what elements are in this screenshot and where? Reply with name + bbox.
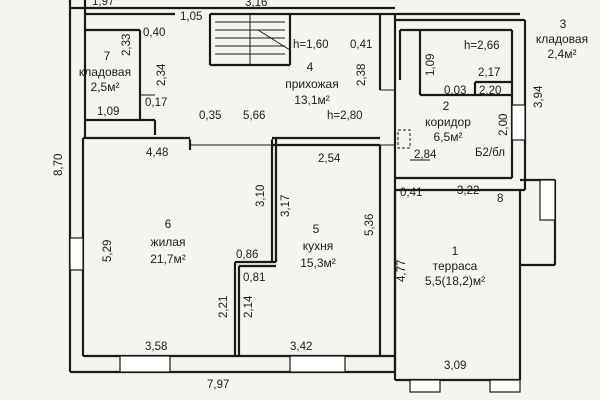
dim-2-20: 2,20 <box>479 85 501 97</box>
dim-7-97: 7,97 <box>207 379 229 391</box>
room-7-number: 7 <box>104 49 111 63</box>
dim-3-42: 3,42 <box>290 341 312 353</box>
dim-2-33: 2,33 <box>121 34 133 56</box>
dim-1-09: 1,09 <box>97 106 119 118</box>
dim-5-29: 5,29 <box>102 240 114 262</box>
room-5-name: кухня <box>303 239 334 253</box>
dim-5-66: 5,66 <box>243 110 265 122</box>
dim-1-09b: 1,09 <box>425 54 437 76</box>
dim-3-10: 3,10 <box>255 185 267 207</box>
dim-2-00: 2,00 <box>498 114 510 136</box>
dim-2-38: 2,38 <box>356 64 368 86</box>
height-pantry3: h=2,66 <box>464 40 500 52</box>
dim-0-03: 0,03 <box>444 85 466 97</box>
dim-0-86: 0,86 <box>236 249 258 261</box>
dim-2-14: 2,14 <box>243 295 255 318</box>
room-5-area: 15,3м² <box>300 256 336 270</box>
dim-3-16: 3,16 <box>245 0 267 9</box>
dim-2-54: 2,54 <box>318 153 341 165</box>
dim-0-35: 0,35 <box>199 110 221 122</box>
doors <box>140 89 430 161</box>
dim-8-70: 8,70 <box>53 154 65 176</box>
room-6-area: 21,7м² <box>150 252 186 266</box>
room-7-area: 2,5м² <box>91 80 120 94</box>
stairs <box>215 14 291 65</box>
room-3-name: кладовая <box>536 32 588 46</box>
room-1-name: терраса <box>433 259 478 273</box>
room-2-area: 6,5м² <box>434 130 463 144</box>
dim-0-41a: 0,41 <box>350 39 372 51</box>
room-2-name: коридор <box>425 115 471 129</box>
room-6-number: 6 <box>165 217 172 231</box>
room-6-name: жилая <box>151 235 186 249</box>
room-1-number: 1 <box>452 244 459 258</box>
dim-3-22: 3,22 <box>457 185 479 197</box>
room-7-name: кладовая <box>79 65 131 79</box>
room-3-area: 2,4м² <box>548 47 577 61</box>
room-1-area: 5,5(18,2)м² <box>425 274 485 288</box>
room-4-number: 4 <box>307 60 314 74</box>
room-4-name: прихожая <box>285 77 338 91</box>
fixture-marker <box>397 129 411 149</box>
dim-1-05: 1,05 <box>180 11 202 23</box>
windows <box>69 104 556 393</box>
dim-3-17: 3,17 <box>280 195 292 217</box>
dim-2-34: 2,34 <box>156 63 168 86</box>
dim-0-41b: 0,41 <box>400 187 422 199</box>
mark-eight: 8 <box>497 193 503 205</box>
dim-3-94: 3,94 <box>533 85 545 108</box>
dim-0-40: 0,40 <box>143 27 165 39</box>
room-5-number: 5 <box>313 222 320 236</box>
dim-2-84: 2,84 <box>414 149 437 161</box>
dim-2-17: 2,17 <box>478 67 500 79</box>
dim-3-58: 3,58 <box>145 341 167 353</box>
dim-1-97: 1,97 <box>92 0 114 8</box>
room-3-number: 3 <box>560 17 567 31</box>
dim-0-81: 0,81 <box>243 272 265 284</box>
height-hall: h=2,80 <box>327 110 363 122</box>
dim-0-17: 0,17 <box>145 97 167 109</box>
dim-2-21: 2,21 <box>218 296 230 318</box>
dim-5-36: 5,36 <box>364 214 376 236</box>
dim-4-77: 4,77 <box>396 260 408 282</box>
dim-3-09: 3,09 <box>444 360 466 372</box>
height-stairs: h=1,60 <box>293 39 329 51</box>
dim-4-48: 4,48 <box>146 147 168 159</box>
room-2-number: 2 <box>443 99 450 113</box>
mark-b2: Б2/бл <box>475 147 505 159</box>
room-4-area: 13,1м² <box>294 93 330 107</box>
